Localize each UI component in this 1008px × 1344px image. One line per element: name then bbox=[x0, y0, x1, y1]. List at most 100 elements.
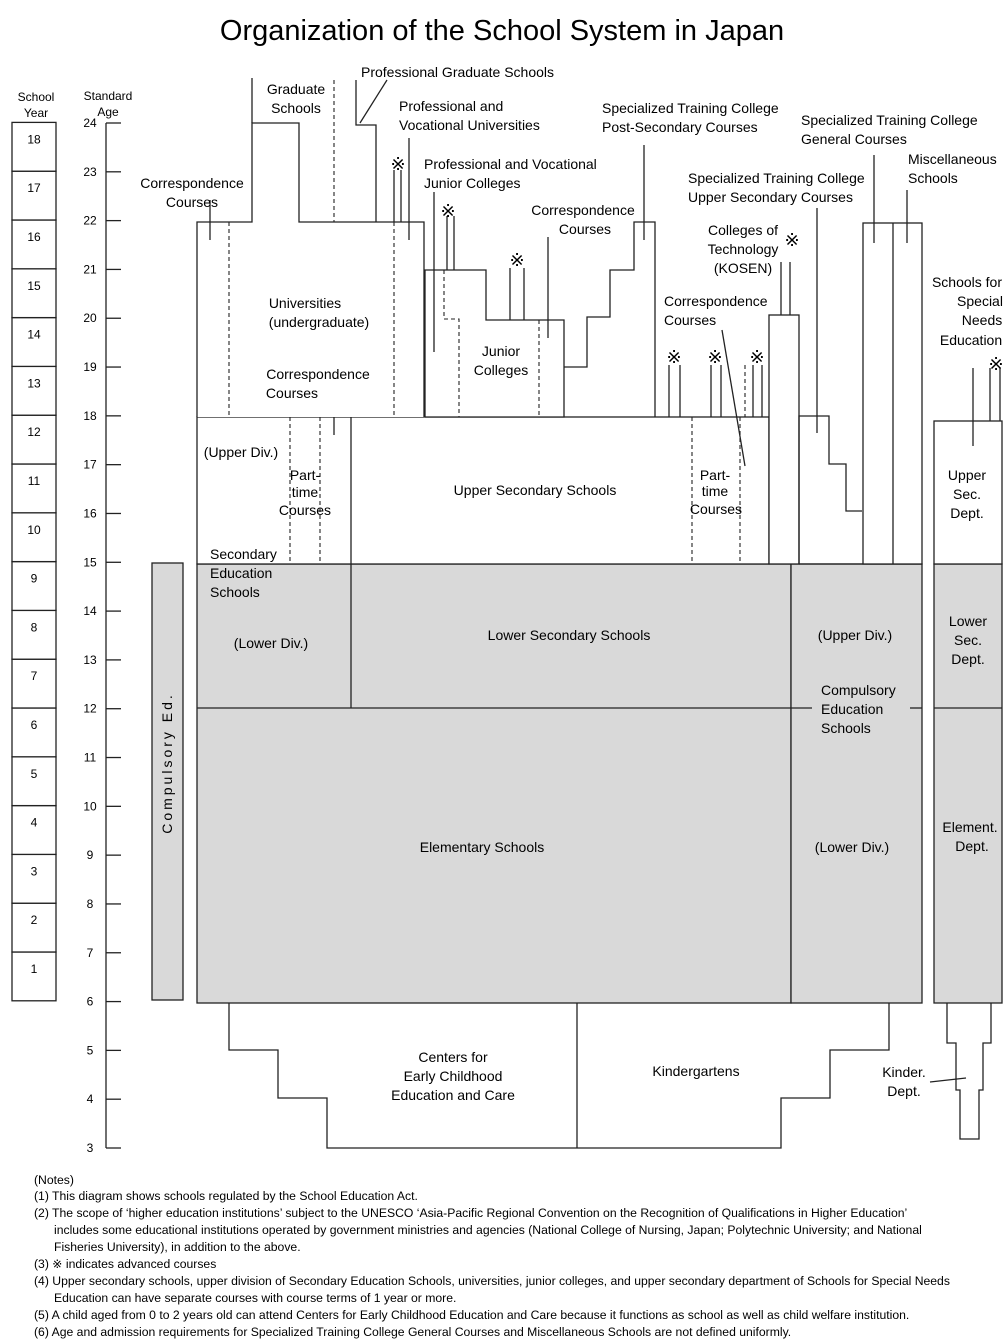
upper-secondary-band bbox=[196, 416, 770, 565]
age-label: 18 bbox=[83, 409, 97, 423]
school-year-box bbox=[11, 951, 57, 1002]
label-ces-3: Schools bbox=[821, 720, 871, 736]
label-lower-sec-dept-3: Dept. bbox=[951, 651, 984, 667]
label-kindergartens: Kindergartens bbox=[652, 1063, 739, 1079]
label-elementary: Elementary Schools bbox=[420, 839, 545, 855]
school-year-label: 9 bbox=[31, 572, 38, 586]
kinder-dept-outline bbox=[946, 1003, 992, 1140]
label-graduate-2: Schools bbox=[271, 100, 321, 116]
age-label: 3 bbox=[87, 1141, 94, 1155]
age-label: 21 bbox=[83, 262, 97, 276]
asterisk-us-1: ※ bbox=[666, 347, 681, 367]
school-year-label: 14 bbox=[27, 328, 41, 342]
note-4: (4) Upper secondary schools, upper divis… bbox=[34, 1274, 950, 1288]
page-title: Organization of the School System in Jap… bbox=[220, 15, 784, 47]
ecec-outline bbox=[228, 1003, 577, 1149]
label-special-needs-2: Special bbox=[957, 293, 1003, 309]
label-part-time-1c: Courses bbox=[279, 502, 331, 518]
stc-post-secondary-stair bbox=[564, 221, 656, 417]
age-label: 14 bbox=[83, 604, 97, 618]
compulsory-education-schools-area bbox=[790, 563, 923, 1004]
compulsory-education-bar bbox=[151, 562, 184, 1001]
note-4-cont: Education can have separate courses with… bbox=[54, 1291, 456, 1305]
label-lower-div: (Lower Div.) bbox=[234, 635, 308, 651]
school-year-label: 13 bbox=[27, 376, 41, 390]
age-label: 9 bbox=[87, 848, 94, 862]
school-year-label: 7 bbox=[31, 669, 38, 683]
label-part-time-1b: time bbox=[292, 484, 319, 500]
age-label: 4 bbox=[87, 1092, 94, 1106]
label-misc-1: Miscellaneous bbox=[908, 151, 997, 167]
note-5: (5) A child aged from 0 to 2 years old c… bbox=[34, 1308, 909, 1322]
asterisk-us-2: ※ bbox=[707, 347, 722, 367]
asterisk-us-3: ※ bbox=[749, 347, 764, 367]
label-correspondence-univ-1: Correspondence bbox=[140, 175, 244, 191]
school-year-box bbox=[11, 560, 57, 612]
school-year-box bbox=[11, 756, 57, 807]
label-prof-voc-univ-1: Professional and bbox=[399, 98, 503, 114]
age-label: 17 bbox=[83, 458, 97, 472]
label-stc-general-1: Specialized Training College bbox=[801, 112, 978, 128]
label-upper-sec-dept-1: Upper bbox=[948, 467, 986, 483]
label-upper-sec-dept-2: Sec. bbox=[953, 486, 981, 502]
note-2-cont-1: includes some educational institutions o… bbox=[54, 1223, 922, 1237]
label-ces-2: Education bbox=[821, 701, 883, 717]
label-lower-sec-dept-1: Lower bbox=[949, 613, 987, 629]
note-6: (6) Age and admission requirements for S… bbox=[34, 1325, 791, 1339]
note-3: (3) ※ indicates advanced courses bbox=[34, 1257, 216, 1271]
special-needs-lower-area bbox=[933, 563, 1003, 1004]
age-label: 12 bbox=[83, 702, 97, 716]
kindergarten-outline bbox=[577, 1003, 890, 1149]
age-label: 7 bbox=[87, 946, 94, 960]
label-junior-colleges-2: Colleges bbox=[474, 362, 528, 378]
school-year-label: 3 bbox=[31, 864, 38, 878]
label-ecec-1: Centers for bbox=[418, 1049, 488, 1065]
prof-grad-outline bbox=[355, 80, 377, 222]
label-universities-2: (undergraduate) bbox=[269, 314, 369, 330]
label-graduate-1: Graduate bbox=[267, 81, 326, 97]
age-label: 11 bbox=[84, 751, 97, 765]
school-year-label: 6 bbox=[31, 718, 38, 732]
label-misc-2: Schools bbox=[908, 170, 958, 186]
age-label: 24 bbox=[83, 116, 97, 130]
label-stc-general-2: General Courses bbox=[801, 131, 907, 147]
junior-colleges-box bbox=[424, 269, 565, 418]
main-compulsory-area bbox=[196, 563, 792, 1004]
school-year-label: 12 bbox=[27, 425, 41, 439]
label-lower-secondary: Lower Secondary Schools bbox=[488, 627, 651, 643]
label-secondary-ed-2: Education bbox=[210, 565, 272, 581]
asterisk-kosen: ※ bbox=[784, 230, 799, 250]
school-year-header-1: School bbox=[18, 90, 55, 104]
notes: (Notes) (1) This diagram shows schools r… bbox=[34, 1173, 950, 1339]
label-part-time-2a: Part- bbox=[700, 467, 731, 483]
diagram-labels: Correspondence Courses Graduate Schools … bbox=[140, 64, 1003, 1103]
note-header: (Notes) bbox=[34, 1173, 74, 1187]
school-year-box bbox=[11, 512, 57, 563]
school-year-label: 5 bbox=[31, 767, 38, 781]
age-label: 16 bbox=[83, 506, 97, 520]
school-year-box bbox=[11, 121, 57, 172]
label-prof-voc-jc-2: Junior Colleges bbox=[424, 175, 521, 191]
school-year-box bbox=[11, 463, 57, 514]
label-ecec-2: Early Childhood bbox=[404, 1068, 503, 1084]
standard-age-header-2: Age bbox=[97, 105, 119, 119]
label-kosen-1: Colleges of bbox=[708, 222, 778, 238]
asterisk-univ: ※ bbox=[390, 154, 405, 174]
standard-age-header-1: Standard bbox=[84, 89, 133, 103]
school-year-box bbox=[11, 365, 57, 416]
label-element-dept-2: Dept. bbox=[955, 838, 988, 854]
school-year-box bbox=[11, 316, 57, 368]
school-year-label: 10 bbox=[27, 523, 41, 537]
label-kinder-dept-2: Dept. bbox=[887, 1083, 920, 1099]
school-year-header-2: Year bbox=[24, 106, 48, 120]
kinder-dept-pointer bbox=[929, 1077, 967, 1083]
label-ecec-3: Education and Care bbox=[391, 1087, 515, 1103]
label-corr-univ-inner-1: Correspondence bbox=[266, 366, 370, 382]
label-ces-lower-div: (Lower Div.) bbox=[815, 839, 889, 855]
school-year-label: 1 bbox=[31, 962, 38, 976]
school-year-label: 16 bbox=[27, 230, 41, 244]
label-special-needs-1: Schools for bbox=[932, 274, 1002, 290]
school-year-box bbox=[11, 219, 57, 270]
